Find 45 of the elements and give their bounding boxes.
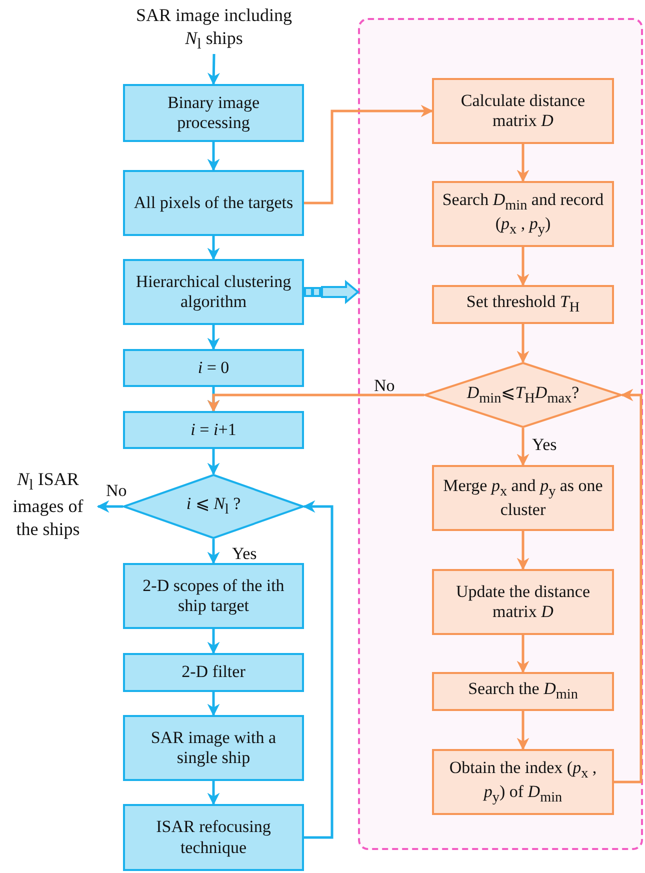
arrow bbox=[207, 629, 220, 654]
process-box: Search D$_{min}$ and record (p$_{x}$ , p$_{y}$) bbox=[432, 181, 614, 247]
arrow bbox=[304, 104, 434, 204]
arrow bbox=[516, 144, 530, 182]
process-box: All pixels of the targets bbox=[123, 170, 304, 236]
process-box: Merge p$_{x}$ and p$_{y}$ as one cluster bbox=[432, 465, 614, 531]
process-box: Calculate distance matrix D bbox=[432, 78, 614, 144]
arrow bbox=[207, 781, 220, 806]
arrow bbox=[614, 388, 642, 784]
arrow bbox=[516, 247, 530, 286]
process-box: i = i+1 bbox=[123, 411, 304, 449]
decision-diamond: D$_{min}$⩽T$_{H}$D$_{max}$? bbox=[424, 362, 622, 428]
arrow bbox=[207, 692, 220, 716]
arrow bbox=[516, 428, 530, 466]
arrow bbox=[516, 711, 530, 750]
arrow bbox=[516, 324, 530, 364]
arrow bbox=[207, 539, 220, 564]
arrow bbox=[207, 449, 220, 476]
arrow bbox=[516, 531, 530, 570]
process-box: Update the distance matrix D bbox=[432, 569, 614, 635]
edge-label: No bbox=[374, 377, 395, 394]
dashed-region bbox=[358, 18, 643, 850]
process-box: 2-D scopes of the ith ship target bbox=[123, 563, 304, 629]
process-box: Obtain the index (p$_{x}$ , p$_{y}$) of D$_{min}$ bbox=[432, 749, 614, 815]
arrow bbox=[207, 142, 220, 172]
output-text: N$_{l}$ ISAR images of the ships bbox=[2, 468, 94, 546]
arrow bbox=[302, 500, 334, 839]
process-box: Set threshold T$_{H}$ bbox=[432, 285, 614, 324]
process-box: Binary image processing bbox=[123, 84, 304, 142]
arrow bbox=[207, 236, 220, 260]
process-box: ISAR refocusing technique bbox=[123, 804, 304, 871]
arrow bbox=[207, 394, 424, 412]
arrow bbox=[516, 635, 530, 674]
process-box: i = 0 bbox=[123, 349, 304, 387]
edge-label: Yes bbox=[532, 436, 557, 453]
edge-label: Yes bbox=[232, 545, 257, 562]
process-box: SAR image with a single ship bbox=[123, 715, 304, 781]
arrow bbox=[207, 54, 220, 86]
process-box: Hierarchical clustering algorithm bbox=[123, 259, 304, 325]
block-arrow bbox=[304, 280, 360, 304]
arrow bbox=[207, 325, 220, 350]
process-box: 2-D filter bbox=[123, 653, 304, 692]
arrow bbox=[96, 500, 123, 513]
process-box: Search the D$_{min}$ bbox=[432, 672, 614, 711]
input-text: SAR image including N$_{l}$ ships bbox=[133, 4, 295, 54]
